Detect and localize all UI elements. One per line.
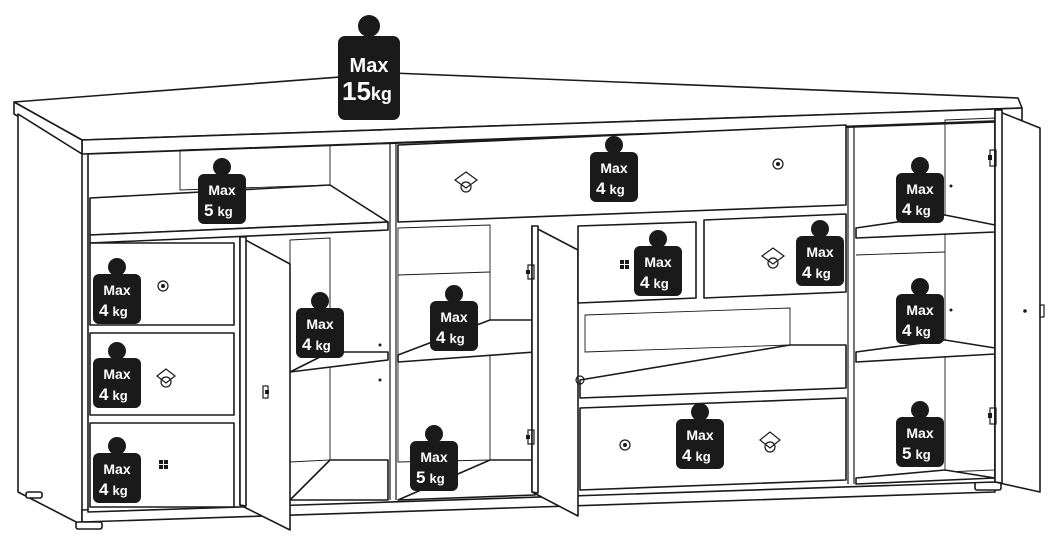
weight-icon bbox=[311, 292, 329, 310]
weight-icon bbox=[605, 136, 623, 154]
knob-icon bbox=[772, 158, 784, 170]
hinge-icon bbox=[526, 264, 535, 445]
left-cabinet-shelf bbox=[289, 351, 389, 373]
ring-pull-icon bbox=[759, 431, 781, 453]
knob-icon bbox=[157, 280, 169, 292]
weight-icon bbox=[445, 285, 463, 303]
load-badge-label: Max bbox=[644, 254, 671, 270]
ring-pull-icon bbox=[156, 368, 176, 388]
top-load-value: 15kg bbox=[342, 76, 392, 106]
foot-front-left bbox=[75, 521, 103, 530]
ring-pull-icon bbox=[760, 247, 786, 269]
sideboard-cabinet bbox=[13, 72, 1045, 531]
load-badge-label: Max bbox=[103, 282, 130, 298]
weight-icon bbox=[425, 425, 443, 443]
load-badge-label: Max bbox=[306, 316, 333, 332]
weight-icon bbox=[911, 278, 929, 296]
ring-pull-icon bbox=[453, 171, 479, 193]
load-badge-label: Max bbox=[103, 461, 130, 477]
knob-icon bbox=[619, 439, 631, 451]
weight-icon bbox=[358, 15, 380, 37]
center-open-shelf bbox=[579, 344, 847, 399]
left-open-shelf-edge bbox=[89, 221, 389, 244]
load-badge-label: Max bbox=[600, 160, 627, 176]
load-badge-label: Max bbox=[806, 244, 833, 260]
weight-icon bbox=[811, 220, 829, 238]
door-handle-icon bbox=[1039, 304, 1045, 318]
weight-icon bbox=[108, 342, 126, 360]
load-badge-label: Max bbox=[906, 181, 933, 197]
left-side-panel bbox=[17, 113, 83, 526]
load-badge-label: Max bbox=[208, 182, 235, 198]
weight-icon bbox=[911, 157, 929, 175]
square-handle-icon bbox=[159, 460, 168, 469]
load-badge-label: Max bbox=[906, 425, 933, 441]
weight-icon bbox=[691, 403, 709, 421]
weight-icon bbox=[649, 230, 667, 248]
center-cabinet-door[interactable] bbox=[531, 225, 579, 517]
load-badge-label: Max bbox=[906, 302, 933, 318]
top-load-badge: Max 15kg bbox=[338, 15, 400, 120]
load-badge-label: Max bbox=[103, 366, 130, 382]
left-cabinet-floor bbox=[289, 459, 389, 501]
weight-icon bbox=[108, 258, 126, 276]
top-load-label: Max bbox=[350, 55, 389, 77]
load-badge-label: Max bbox=[440, 309, 467, 325]
weight-icon bbox=[108, 437, 126, 455]
left-cabinet-door[interactable] bbox=[239, 236, 291, 531]
load-badge-label: Max bbox=[686, 427, 713, 443]
foot-back-left bbox=[25, 491, 43, 499]
square-handle-icon bbox=[620, 260, 629, 269]
load-badge-label: Max bbox=[420, 449, 447, 465]
weight-icon bbox=[911, 401, 929, 419]
hinge-icon bbox=[988, 149, 997, 425]
weight-icon bbox=[213, 158, 231, 176]
